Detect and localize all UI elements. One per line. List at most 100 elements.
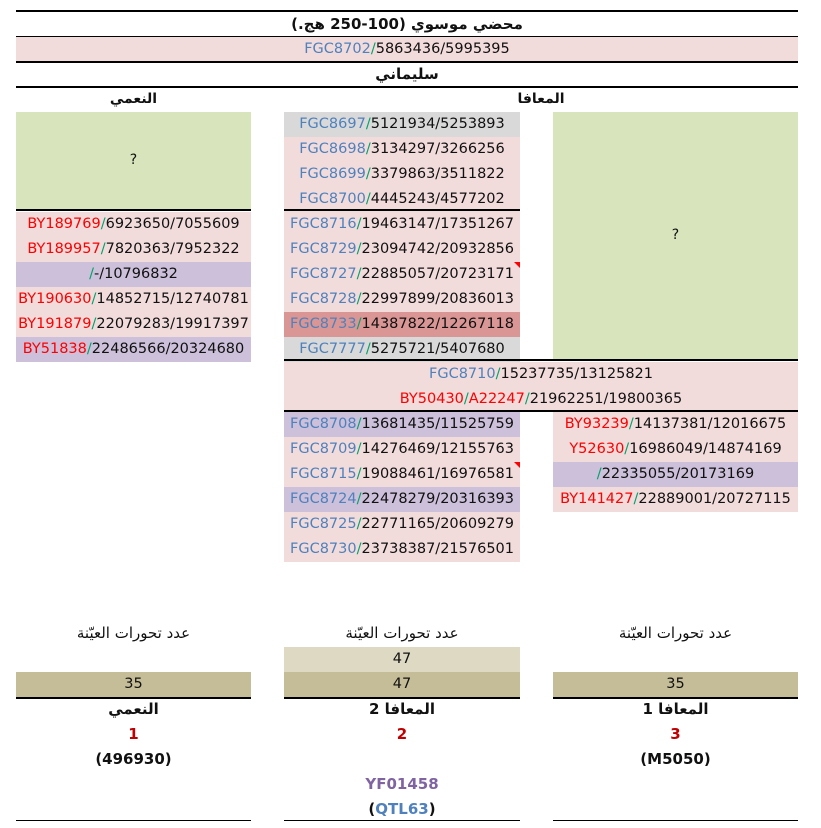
snp-position: 14852715/12740781 (96, 291, 249, 307)
snp-name: BY189769 (27, 216, 101, 232)
snp-position: 22885057/20723171 (361, 266, 515, 282)
snp-row: BY93239/14137381/12016675 (553, 412, 798, 437)
snp-row: FGC8697/5121934/5253893 (284, 112, 520, 137)
snp-row: FGC8710/15237735/13125821 (284, 362, 798, 387)
snp-position: 13681435/11525759 (361, 416, 515, 432)
divider (284, 697, 520, 699)
snp-position: 3379863/3511822 (370, 166, 505, 182)
snp-name: BY141427 (560, 491, 634, 507)
snp-position: 3134297/3266256 (370, 141, 505, 157)
snp-position: 4445243/4577202 (370, 191, 505, 207)
snp-row: FGC8700/4445243/4577202 (284, 187, 520, 212)
snp-row: BY141427/22889001/20727115 (553, 487, 798, 512)
snp-position: 22478279/20316393 (361, 491, 515, 507)
snp-row: FGC7777/5275721/5407680 (284, 337, 520, 362)
snp-row: BY50430/A22247/21962251/19800365 (284, 387, 798, 412)
snp-row: FGC8716/19463147/17351267 (284, 212, 520, 237)
snp-name: FGC8699 (299, 166, 366, 182)
group-name: النعمي (108, 700, 159, 718)
snp-position: 14137381/12016675 (633, 416, 787, 432)
snp-position: 23094742/20932856 (361, 241, 515, 257)
snp-name: BY50430 (399, 391, 464, 407)
divider (553, 697, 798, 699)
snp-row: FGC8728/22997899/20836013 (284, 287, 520, 312)
branch-title: سليماني (375, 65, 439, 83)
divider (16, 209, 251, 211)
snp-name: FGC8716 (290, 216, 357, 232)
snp-name: BY51838 (22, 341, 87, 357)
snp-name: FGC8724 (290, 491, 357, 507)
snp-name: FGC8727 (290, 266, 357, 282)
count-value: 47 (284, 672, 520, 697)
snp-position: 19088461/16976581 (361, 466, 515, 482)
divider (284, 820, 520, 821)
count-value: 35 (553, 672, 798, 697)
snp-name: FGC8697 (299, 116, 366, 132)
snp-row: BY191879/22079283/19917397 (16, 312, 251, 337)
count-value: 47 (284, 647, 520, 672)
group-number: 1 (128, 725, 139, 743)
snp-name: FGC8709 (290, 441, 357, 457)
group-number: 3 (670, 725, 681, 743)
count-label: عدد تحورات العيّنة (618, 624, 733, 642)
snp-row: FGC8715/19088461/16976581 (284, 462, 520, 487)
snp-position: 22771165/20609279 (361, 516, 515, 532)
snp-row: FGC8709/14276469/12155763 (284, 437, 520, 462)
snp-row: BY189769/6923650/7055609 (16, 212, 251, 237)
snp-row: /22335055/20173169 (553, 462, 798, 487)
snp-position: 21962251/19800365 (529, 391, 683, 407)
snp-position: 5275721/5407680 (370, 341, 505, 357)
snp-row: FGC8733/14387822/12267118 (284, 312, 520, 337)
unknown-block: ? (16, 112, 251, 209)
snp-row: FGC8708/13681435/11525759 (284, 412, 520, 437)
snp-position: 15237735/13125821 (500, 366, 654, 382)
snp-name: Y52630 (569, 441, 625, 457)
snp-name: FGC8729 (290, 241, 357, 257)
snp-position: -/10796832 (93, 266, 178, 282)
snp-position: 22335055/20173169 (601, 466, 755, 482)
snp-row: Y52630/16986049/14874169 (553, 437, 798, 462)
divider (284, 359, 798, 361)
divider (16, 697, 251, 699)
page-title: محضي موسوي (100-250 هج.) (291, 15, 523, 33)
snp-name-alt: A22247 (468, 391, 525, 407)
snp-name: BY190630 (18, 291, 92, 307)
sample-id: (M5050) (640, 750, 711, 768)
snp-name: FGC8728 (290, 291, 357, 307)
column-label-moafa: المعافا (517, 91, 565, 107)
sample-id: (496930) (95, 750, 172, 768)
group-name: المعافا 2 (368, 700, 436, 718)
column-label-naimi: النعمي (109, 91, 158, 107)
sample-id-secondary: (QTL63) (368, 800, 436, 818)
unknown-mark: ? (671, 227, 680, 243)
snp-name: FGC8708 (290, 416, 357, 432)
divider (16, 61, 798, 63)
count-label: عدد تحورات العيّنة (76, 624, 191, 642)
count-value: 35 (16, 672, 251, 697)
main-snp-row: FGC8702/5863436/5995395 (16, 37, 798, 61)
unknown-mark: ? (129, 152, 138, 168)
snp-position: 23738387/21576501 (361, 541, 515, 557)
group-name: المعافا 1 (642, 700, 709, 718)
snp-name: FGC7777 (299, 341, 366, 357)
unknown-block: ? (553, 112, 798, 359)
snp-row: BY190630/14852715/12740781 (16, 287, 251, 312)
snp-name: FGC8702 (304, 41, 371, 57)
snp-position: 7820363/7952322 (105, 241, 240, 257)
snp-position: 14387822/12267118 (361, 316, 515, 332)
snp-name: FGC8730 (290, 541, 357, 557)
group-number: 2 (396, 725, 408, 743)
snp-position: 19463147/17351267 (361, 216, 515, 232)
divider (284, 410, 798, 412)
snp-name: BY93239 (564, 416, 629, 432)
snp-row: /-/10796832 (16, 262, 251, 287)
snp-row: FGC8724/22478279/20316393 (284, 487, 520, 512)
snp-row: FGC8698/3134297/3266256 (284, 137, 520, 162)
snp-name: FGC8710 (429, 366, 496, 382)
snp-row: BY189957/7820363/7952322 (16, 237, 251, 262)
divider (16, 820, 251, 821)
snp-name: BY191879 (18, 316, 92, 332)
snp-position: 5863436/5995395 (375, 41, 510, 57)
snp-name: FGC8700 (299, 191, 366, 207)
snp-position: 22079283/19917397 (96, 316, 249, 332)
